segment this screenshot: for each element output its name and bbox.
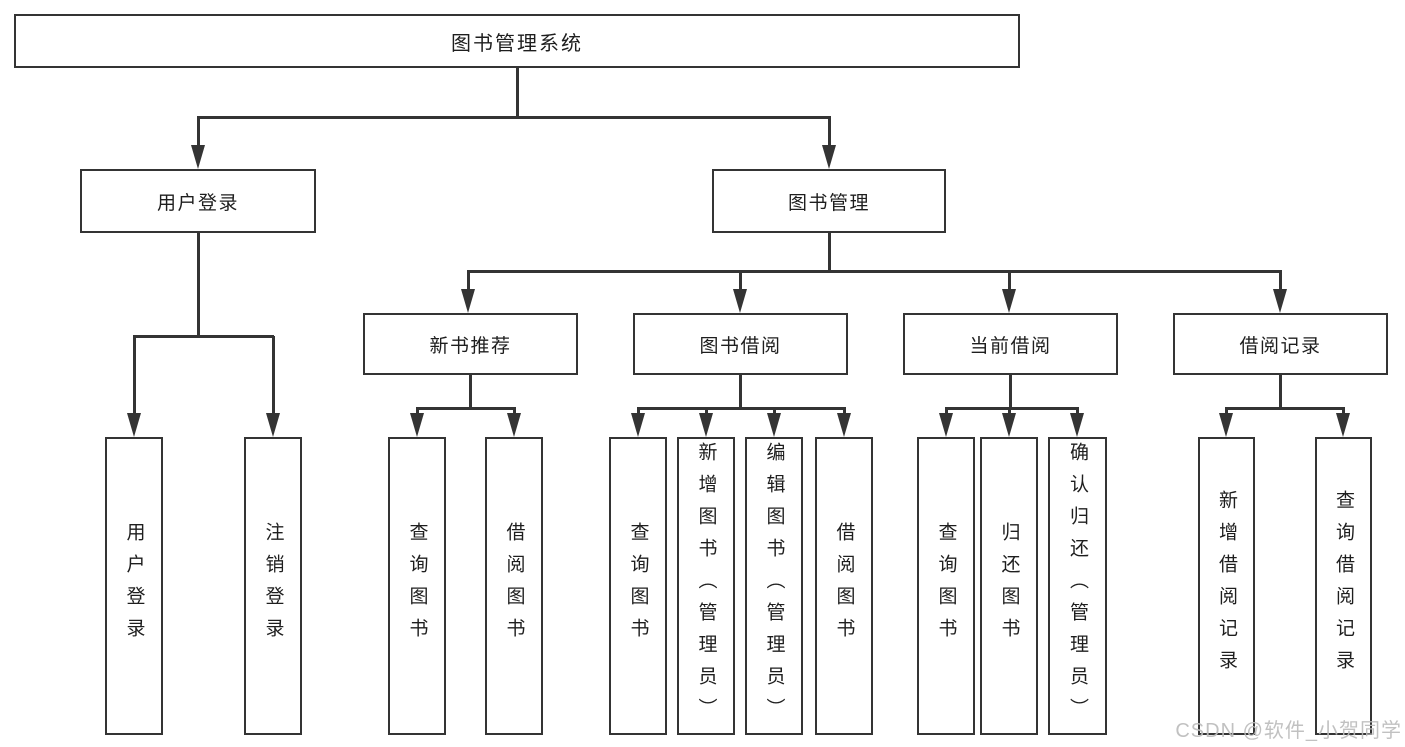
node-borrow-records: 借阅记录 xyxy=(1173,313,1388,375)
leaf-query-books-borrow: 查询图书 xyxy=(609,437,667,735)
node-book-management: 图书管理 xyxy=(712,169,946,233)
leaf-edit-book-admin: 编辑图书（管理员） xyxy=(745,437,803,735)
connector-line xyxy=(944,406,1079,410)
arrow-down-icon xyxy=(732,289,747,313)
connector-line xyxy=(1075,408,1079,416)
leaf-query-borrow-record: 查询借阅记录 xyxy=(1315,437,1372,735)
arrow-down-icon xyxy=(1272,289,1287,313)
connector-line xyxy=(738,271,742,291)
connector-line xyxy=(132,336,136,415)
connector-line xyxy=(1007,271,1011,291)
arrow-down-icon xyxy=(190,145,205,169)
arrow-down-icon xyxy=(1001,413,1016,437)
arrow-down-icon xyxy=(265,413,280,437)
connector-line xyxy=(842,408,846,416)
leaf-query-books-current-label: 查询图书 xyxy=(935,522,957,650)
arrow-down-icon xyxy=(506,413,521,437)
leaf-logout: 注销登录 xyxy=(244,437,302,735)
node-borrow-records-label: 借阅记录 xyxy=(1239,335,1322,357)
connector-line xyxy=(738,375,742,408)
arrow-down-icon xyxy=(630,413,645,437)
arrow-down-icon xyxy=(836,413,851,437)
connector-line xyxy=(512,408,516,416)
leaf-query-books-recommend-label: 查询图书 xyxy=(406,522,428,650)
arrow-down-icon xyxy=(938,413,953,437)
leaf-query-books-recommend: 查询图书 xyxy=(388,437,446,735)
node-current-borrow-label: 当前借阅 xyxy=(969,335,1052,357)
connector-line xyxy=(1278,271,1282,291)
node-root: 图书管理系统 xyxy=(14,14,1020,68)
node-book-management-label: 图书管理 xyxy=(787,192,870,214)
leaf-query-books-borrow-label: 查询图书 xyxy=(627,522,649,650)
leaf-query-borrow-record-label: 查询借阅记录 xyxy=(1333,490,1354,682)
leaf-confirm-return-admin: 确认归还（管理员） xyxy=(1048,437,1107,735)
leaf-edit-book-admin-label: 编辑图书（管理员） xyxy=(763,442,785,730)
connector-line xyxy=(1224,406,1345,410)
arrow-down-icon xyxy=(1335,413,1350,437)
leaf-borrow-books-recommend-label: 借阅图书 xyxy=(503,522,525,650)
connector-line xyxy=(466,271,470,291)
connector-line xyxy=(1278,375,1282,408)
connector-line xyxy=(636,406,846,410)
connector-line xyxy=(944,408,948,416)
node-user-login-label: 用户登录 xyxy=(156,192,239,214)
connector-line xyxy=(132,334,274,338)
connector-line xyxy=(468,375,472,408)
node-book-borrow: 图书借阅 xyxy=(633,313,848,375)
connector-line xyxy=(827,117,831,147)
connector-line xyxy=(704,408,708,416)
leaf-borrow-books-recommend: 借阅图书 xyxy=(485,437,543,735)
node-new-book-recommend: 新书推荐 xyxy=(363,313,578,375)
connector-line xyxy=(415,406,516,410)
leaf-add-borrow-record-label: 新增借阅记录 xyxy=(1216,490,1237,682)
leaf-add-borrow-record: 新增借阅记录 xyxy=(1198,437,1255,735)
leaf-return-book: 归还图书 xyxy=(980,437,1038,735)
leaf-return-book-label: 归还图书 xyxy=(998,522,1020,650)
connector-line xyxy=(415,408,419,416)
leaf-confirm-return-admin-label: 确认归还（管理员） xyxy=(1067,442,1088,730)
connector-line xyxy=(636,408,640,416)
leaf-user-login: 用户登录 xyxy=(105,437,163,735)
arrow-down-icon xyxy=(1001,289,1016,313)
watermark: CSDN @软件_小贺同学 xyxy=(1175,720,1402,742)
leaf-logout-label: 注销登录 xyxy=(262,522,284,650)
connector-line xyxy=(271,336,275,415)
connector-line xyxy=(1341,408,1345,416)
connector-line xyxy=(196,115,831,119)
leaf-borrow-books: 借阅图书 xyxy=(815,437,873,735)
arrow-down-icon xyxy=(766,413,781,437)
leaf-user-login-label: 用户登录 xyxy=(123,522,145,650)
leaf-add-book-admin-label: 新增图书（管理员） xyxy=(695,442,717,730)
connector-line xyxy=(196,233,200,336)
node-user-login: 用户登录 xyxy=(80,169,316,233)
connector-line xyxy=(1224,408,1228,416)
node-root-label: 图书管理系统 xyxy=(451,32,583,55)
arrow-down-icon xyxy=(460,289,475,313)
arrow-down-icon xyxy=(1218,413,1233,437)
leaf-query-books-current: 查询图书 xyxy=(917,437,975,735)
connector-line xyxy=(196,117,200,147)
connector-line xyxy=(772,408,776,416)
leaf-borrow-books-label: 借阅图书 xyxy=(833,522,855,650)
leaf-add-book-admin: 新增图书（管理员） xyxy=(677,437,735,735)
arrow-down-icon xyxy=(698,413,713,437)
node-book-borrow-label: 图书借阅 xyxy=(699,335,782,357)
arrow-down-icon xyxy=(821,145,836,169)
arrow-down-icon xyxy=(126,413,141,437)
node-new-book-recommend-label: 新书推荐 xyxy=(429,335,512,357)
connector-line xyxy=(1007,408,1011,416)
node-current-borrow: 当前借阅 xyxy=(903,313,1118,375)
connector-line xyxy=(827,233,831,271)
arrow-down-icon xyxy=(409,413,424,437)
connector-line xyxy=(1008,375,1012,408)
connector-line xyxy=(515,68,519,117)
connector-line xyxy=(466,269,1282,273)
arrow-down-icon xyxy=(1069,413,1084,437)
